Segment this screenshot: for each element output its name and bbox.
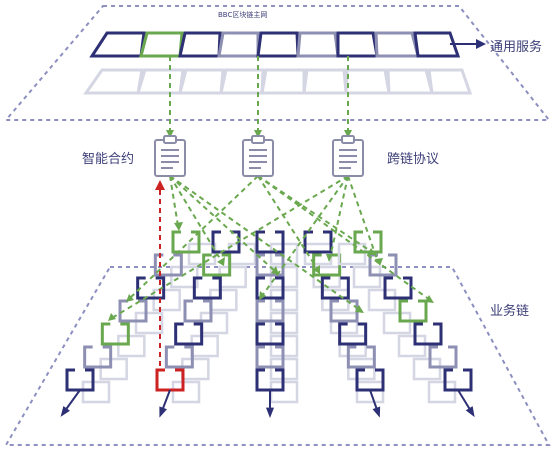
chain-block <box>164 345 194 369</box>
faded-block <box>352 265 382 289</box>
faded-block <box>338 334 367 358</box>
cross-chain-protocol-label: 跨链协议 <box>387 152 440 167</box>
chain-block <box>155 368 185 392</box>
chain-block <box>183 299 213 323</box>
chain-block <box>320 276 350 300</box>
chain-block <box>329 299 359 323</box>
faded-block <box>321 288 350 312</box>
chain-block <box>353 230 383 254</box>
chain-arrowhead <box>159 406 167 418</box>
chain-block <box>255 345 285 369</box>
faded-block <box>99 357 128 381</box>
faded-block <box>218 265 247 289</box>
faded-block <box>152 288 181 312</box>
chain-block <box>211 230 241 254</box>
main-network-title: BBC区块链主网 <box>218 11 268 19</box>
chain-block <box>428 345 458 369</box>
protocol-clipboard-icon <box>332 135 364 177</box>
faded-block <box>427 380 457 404</box>
chain-block <box>136 276 166 300</box>
chain-block <box>174 322 204 346</box>
faded-block <box>181 357 210 381</box>
smart-contract-label: 智能合约 <box>82 152 135 167</box>
business-chain-column <box>337 230 475 418</box>
main-chain-blocks <box>89 31 461 58</box>
chain-block <box>338 322 368 346</box>
faded-block <box>171 380 201 404</box>
general-service-label: 通用服务 <box>490 40 543 55</box>
chain-block <box>255 322 285 346</box>
chain-block <box>398 299 428 323</box>
chain-arrowhead <box>465 406 475 418</box>
chain-arrowhead <box>372 406 381 418</box>
chain-block <box>100 322 130 346</box>
chain-block <box>192 276 222 300</box>
chain-arrowhead <box>60 406 70 417</box>
faded-block <box>81 380 111 404</box>
faded-block <box>329 311 359 335</box>
green-arrowheads <box>108 130 434 321</box>
business-chain-column <box>60 230 217 417</box>
main-network-plane <box>3 5 552 121</box>
business-chain-column <box>155 230 257 418</box>
chain-block <box>303 230 333 254</box>
chain-arrowhead <box>265 407 275 418</box>
business-chain-label: 业务链 <box>490 304 530 319</box>
chain-block <box>255 276 285 300</box>
contract-clipboard-icon <box>154 135 186 177</box>
main-chain-faded-blocks <box>83 68 473 95</box>
chain-block <box>83 345 113 369</box>
chain-block <box>413 322 443 346</box>
faded-block <box>355 380 385 404</box>
chain-block <box>255 230 285 254</box>
chain-block <box>255 299 285 323</box>
business-chains <box>60 230 475 418</box>
faded-block <box>337 242 367 266</box>
faded-block <box>134 311 164 335</box>
chain-block <box>202 253 232 277</box>
chain-block <box>443 368 473 392</box>
faded-block <box>367 288 397 312</box>
faded-block <box>382 311 412 335</box>
chain-block <box>171 230 201 254</box>
faded-block <box>209 288 238 312</box>
faded-block <box>227 242 257 266</box>
faded-block <box>190 334 219 358</box>
main-chain-arrowhead <box>476 39 486 49</box>
faded-block <box>199 311 229 335</box>
chain-block <box>383 276 413 300</box>
red-arrowhead <box>155 180 165 190</box>
chain-block <box>346 345 376 369</box>
faded-block <box>397 334 427 358</box>
faded-block <box>347 357 376 381</box>
faded-block <box>187 242 217 266</box>
business-chain-column <box>255 230 299 418</box>
chain-block <box>65 368 95 392</box>
chain-block <box>118 299 148 323</box>
chain-block <box>153 253 183 277</box>
clipboard-icon <box>242 135 274 177</box>
faded-block <box>412 357 442 381</box>
faded-block <box>117 334 146 358</box>
green-connectors <box>111 56 431 319</box>
chain-arrow <box>63 389 81 413</box>
